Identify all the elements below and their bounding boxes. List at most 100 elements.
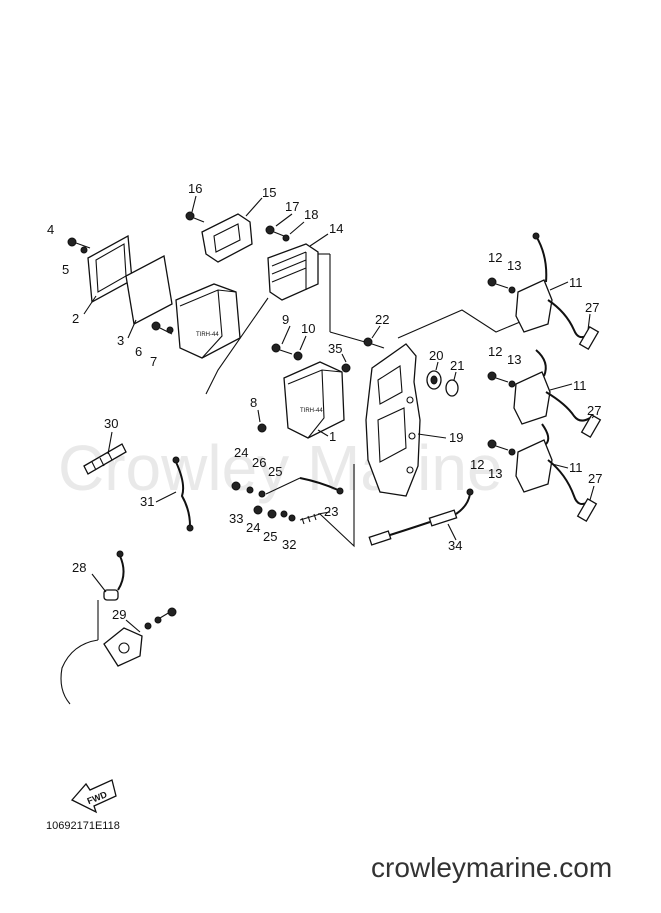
callout-29: 29 <box>112 607 126 622</box>
collar-8 <box>257 423 267 433</box>
washer-13-top <box>508 286 516 294</box>
callout-25-low: 25 <box>263 529 277 544</box>
ignition-plate-19 <box>365 343 421 497</box>
callout-leaders <box>83 195 595 633</box>
lead-25-top <box>265 477 301 495</box>
ignition-coil-11-top <box>515 232 587 339</box>
connector-line-23 <box>319 464 355 548</box>
callout-28: 28 <box>72 560 86 575</box>
callout-24-top: 24 <box>234 445 248 460</box>
cdi-box-left: TIRH-44 <box>175 283 241 359</box>
washer-5 <box>80 246 88 254</box>
callout-19: 19 <box>449 430 463 445</box>
forward-arrow-icon: FWD <box>70 779 117 814</box>
nut-35 <box>341 363 351 373</box>
callout-10: 10 <box>301 321 315 336</box>
svg-text:TIRH-44: TIRH-44 <box>300 408 323 414</box>
lead-wire-28 <box>103 550 125 601</box>
callout-21: 21 <box>450 358 464 373</box>
callout-31: 31 <box>140 494 154 509</box>
spark-plug-cap-27-top <box>578 325 600 351</box>
engine-outline <box>60 639 99 705</box>
rectifier-14 <box>267 243 319 301</box>
nut-24-top <box>231 481 241 491</box>
bracket-15 <box>201 213 253 263</box>
sleeve-30 <box>83 443 127 475</box>
callout-14: 14 <box>329 221 343 236</box>
callout-15: 15 <box>262 185 276 200</box>
callout-13-top: 13 <box>507 258 521 273</box>
screw-17 <box>265 225 285 237</box>
lead-wire-31 <box>172 456 194 532</box>
screw-23 <box>299 513 321 525</box>
callout-12-mid: 12 <box>488 344 502 359</box>
ignition-coil-11-mid <box>513 349 591 425</box>
callout-9: 9 <box>282 312 289 327</box>
callout-35: 35 <box>328 341 342 356</box>
callout-11-low: 11 <box>569 460 583 475</box>
plate-3 <box>125 255 173 325</box>
callout-27-low: 27 <box>588 471 602 486</box>
washer-25-top <box>258 490 266 498</box>
callout-2: 2 <box>72 311 79 326</box>
bolt-22 <box>363 337 385 349</box>
connector-line-left <box>205 297 269 395</box>
spark-plug-cap-27-low <box>576 497 598 523</box>
pulser-coil-29 <box>103 607 177 667</box>
bolt-12-mid <box>487 371 509 383</box>
washer-32 <box>288 514 296 522</box>
callout-20: 20 <box>429 348 443 363</box>
callout-22: 22 <box>375 312 389 327</box>
callout-7: 7 <box>150 354 157 369</box>
svg-text:TIRH-44: TIRH-44 <box>196 332 219 338</box>
bolt-4 <box>67 237 91 249</box>
callout-17: 17 <box>285 199 299 214</box>
screw-16 <box>185 211 205 223</box>
washer-13-mid <box>508 380 516 388</box>
callout-3: 3 <box>117 333 124 348</box>
callout-11-mid: 11 <box>573 378 587 393</box>
callout-27-top: 27 <box>585 300 599 315</box>
callout-8: 8 <box>250 395 257 410</box>
callout-6: 6 <box>135 344 142 359</box>
callout-13-low: 13 <box>488 466 502 481</box>
callout-1: 1 <box>329 429 336 444</box>
gasket-2 <box>87 234 133 304</box>
callout-12-low: 12 <box>470 457 484 472</box>
washer-25-low <box>280 510 288 518</box>
bolt-9 <box>271 343 293 355</box>
cdi-unit-1: TIRH-44 <box>283 361 345 439</box>
callout-11-top: 11 <box>569 275 583 290</box>
connector-line-right <box>397 309 521 339</box>
wire-lead-upper <box>299 477 344 495</box>
nut-33 <box>253 505 263 515</box>
callout-4: 4 <box>47 222 54 237</box>
washer-13-low <box>508 448 516 456</box>
nut-24-low <box>267 509 277 519</box>
callout-27-mid: 27 <box>587 403 601 418</box>
callout-24-low: 24 <box>246 520 260 535</box>
diagram-code: 10692171E118 <box>46 820 120 832</box>
watermark: Crowley Marine <box>58 432 503 504</box>
washer-7 <box>166 326 174 334</box>
callout-32: 32 <box>282 537 296 552</box>
callout-33: 33 <box>229 511 243 526</box>
grommet-20 <box>426 370 442 390</box>
callout-12-top: 12 <box>488 250 502 265</box>
callout-30: 30 <box>104 416 118 431</box>
callout-labels: 16 15 17 18 14 4 5 2 3 6 7 9 10 35 22 20… <box>47 181 602 622</box>
callout-5: 5 <box>62 262 69 277</box>
ignition-coil-11-low <box>515 423 589 505</box>
site-url[interactable]: crowleymarine.com <box>371 852 613 883</box>
callout-23: 23 <box>324 504 338 519</box>
callout-25-top: 25 <box>268 464 282 479</box>
washer-18 <box>282 234 290 242</box>
callout-34: 34 <box>448 538 462 553</box>
collar-21 <box>445 379 459 397</box>
wire-harness-34 <box>368 488 474 546</box>
callout-18: 18 <box>304 207 318 222</box>
callout-16: 16 <box>188 181 202 196</box>
spark-plug-cap-27-mid <box>580 413 602 439</box>
callout-13-mid: 13 <box>507 352 521 367</box>
